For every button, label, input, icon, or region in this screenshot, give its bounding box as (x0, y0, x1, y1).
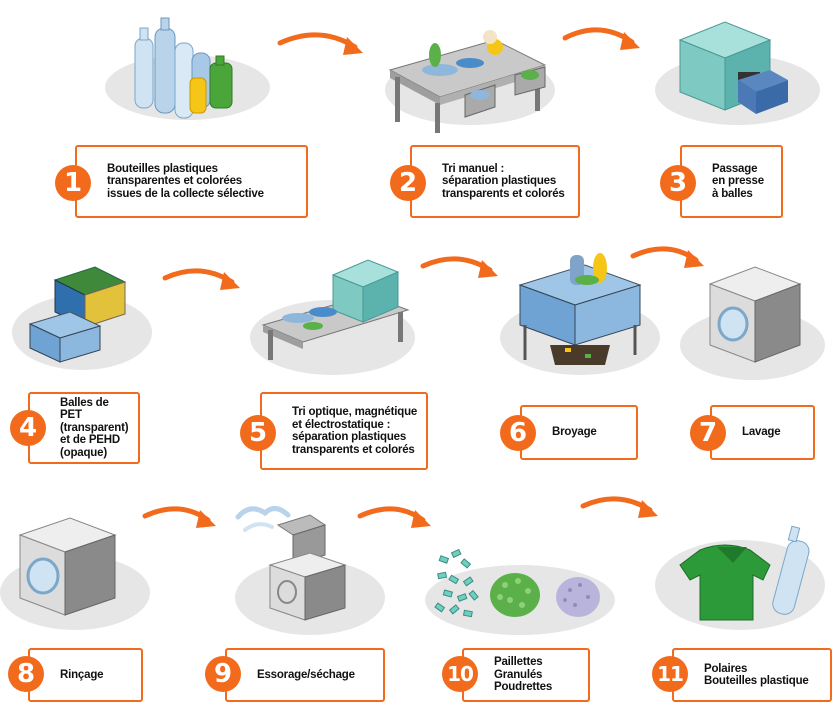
flakes-granules-powder-icon (434, 548, 600, 618)
manual-sorting-table-icon (388, 30, 547, 133)
step-1-label: Bouteilles plastiques transparentes et c… (75, 145, 308, 218)
step-7-number-badge: 7 (690, 415, 726, 451)
step-7-label: Lavage (710, 405, 815, 460)
fleece-and-bottle-icon (679, 525, 810, 621)
plastic-bales-icon (28, 266, 127, 363)
arrow-icon (562, 27, 640, 50)
washing-machine-icon (708, 266, 802, 363)
step-9-number-badge: 9 (205, 656, 241, 692)
arrow-icon (162, 268, 240, 290)
step-3-label: Passage en presse à balles (680, 145, 783, 218)
optical-sorter-icon (261, 259, 410, 360)
step-9-label: Essorage/séchage (225, 648, 385, 702)
step-3-number-badge: 3 (660, 165, 696, 201)
step-8-label: Rinçage (28, 648, 143, 702)
plastic-bottles-icon (134, 17, 233, 119)
arrow-icon (357, 506, 431, 528)
step-2-label: Tri manuel : séparation plastiques trans… (410, 145, 580, 218)
arrow-icon (142, 506, 216, 528)
step-4-number-badge: 4 (10, 410, 46, 446)
dryer-icon (235, 506, 347, 621)
step-10-label: Paillettes Granulés Poudrettes (462, 648, 590, 702)
step-4-label: Balles de PET (transparent) et de PEHD (… (28, 392, 140, 464)
baling-press-icon (678, 21, 788, 114)
arrow-icon (420, 256, 498, 278)
step-8-number-badge: 8 (8, 656, 44, 692)
shredder-icon (518, 253, 642, 365)
arrow-icon (277, 32, 363, 55)
step-5-label: Tri optique, magnétique et électrostatiq… (260, 392, 428, 470)
step-1-number-badge: 1 (55, 165, 91, 201)
step-10-number-badge: 10 (442, 656, 478, 692)
step-5-number-badge: 5 (240, 415, 276, 451)
step-11-label: Polaires Bouteilles plastique (672, 648, 832, 702)
arrow-icon (580, 496, 658, 518)
arrow-icon (630, 246, 704, 268)
step-2-number-badge: 2 (390, 165, 426, 201)
rinsing-machine-icon (18, 517, 117, 616)
step-6-label: Broyage (520, 405, 638, 460)
step-6-number-badge: 6 (500, 415, 536, 451)
step-11-number-badge: 11 (652, 656, 688, 692)
